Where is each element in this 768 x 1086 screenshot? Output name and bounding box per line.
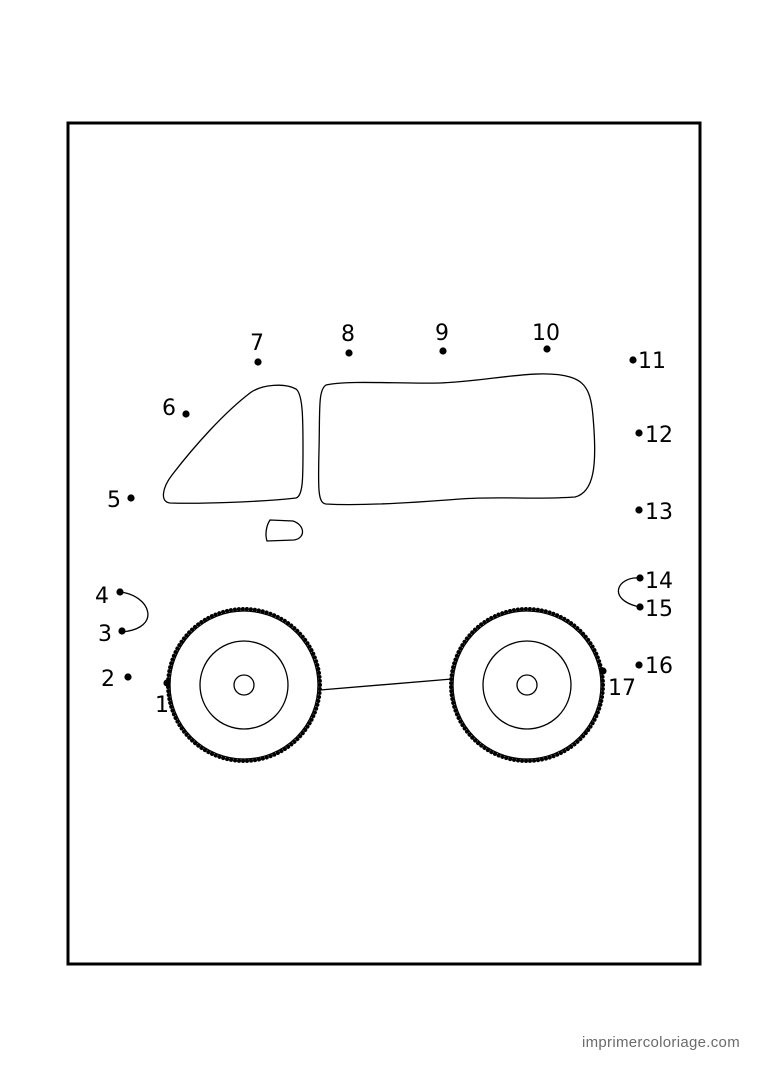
dot-label-14: 14 [645,569,673,594]
dot-12[interactable] [635,429,643,437]
front-window [162,384,304,504]
page-frame [66,121,702,966]
rear-wheel-rim [482,640,572,730]
dot-label-5: 5 [107,488,121,513]
dot-16[interactable] [635,661,643,669]
dot-label-13: 13 [645,500,673,525]
dot-8[interactable] [345,349,353,357]
numbered-dots: 1 2 3 4 5 6 7 8 9 10 11 12 13 14 15 16 1 [95,321,673,718]
rear-wheel-hub [516,674,538,696]
site-credit: imprimercoloriage.com [581,1034,740,1051]
dot-9[interactable] [439,347,447,355]
dot-label-9: 9 [435,321,449,346]
dot-label-17: 17 [608,676,636,701]
dot-3[interactable] [118,627,126,635]
front-fender-arc [119,591,149,633]
dot-label-3: 3 [98,622,112,647]
rear-fender-arc [617,577,641,608]
dot-label-11: 11 [638,349,666,374]
dot-label-4: 4 [95,584,109,609]
dot-label-16: 16 [645,654,673,679]
dot-label-2: 2 [101,667,115,692]
dot-11[interactable] [629,356,637,364]
dot-5[interactable] [127,494,135,502]
dot-13[interactable] [635,506,643,514]
dot-label-8: 8 [341,322,355,347]
rear-wheel [449,607,605,763]
dot-15[interactable] [636,603,644,611]
dot-label-10: 10 [532,321,560,346]
door-handle [265,519,304,542]
dot-4[interactable] [116,588,124,596]
dot-2[interactable] [124,673,132,681]
rear-window [317,373,596,506]
front-wheel [166,607,322,763]
front-wheel-rim [199,640,289,730]
dot-10[interactable] [543,345,551,353]
dot-label-1: 1 [155,693,169,718]
dot-label-7: 7 [250,331,264,356]
dot-14[interactable] [636,574,644,582]
dot-label-12: 12 [645,423,673,448]
front-wheel-hub [233,674,255,696]
car-drawing [119,373,641,763]
dot-6[interactable] [182,410,190,418]
car-underside-line [319,678,453,691]
dot-label-6: 6 [162,396,176,421]
dot-7[interactable] [254,358,262,366]
dot-label-15: 15 [645,597,673,622]
dot-17[interactable] [599,667,607,675]
dot-1[interactable] [163,679,171,687]
